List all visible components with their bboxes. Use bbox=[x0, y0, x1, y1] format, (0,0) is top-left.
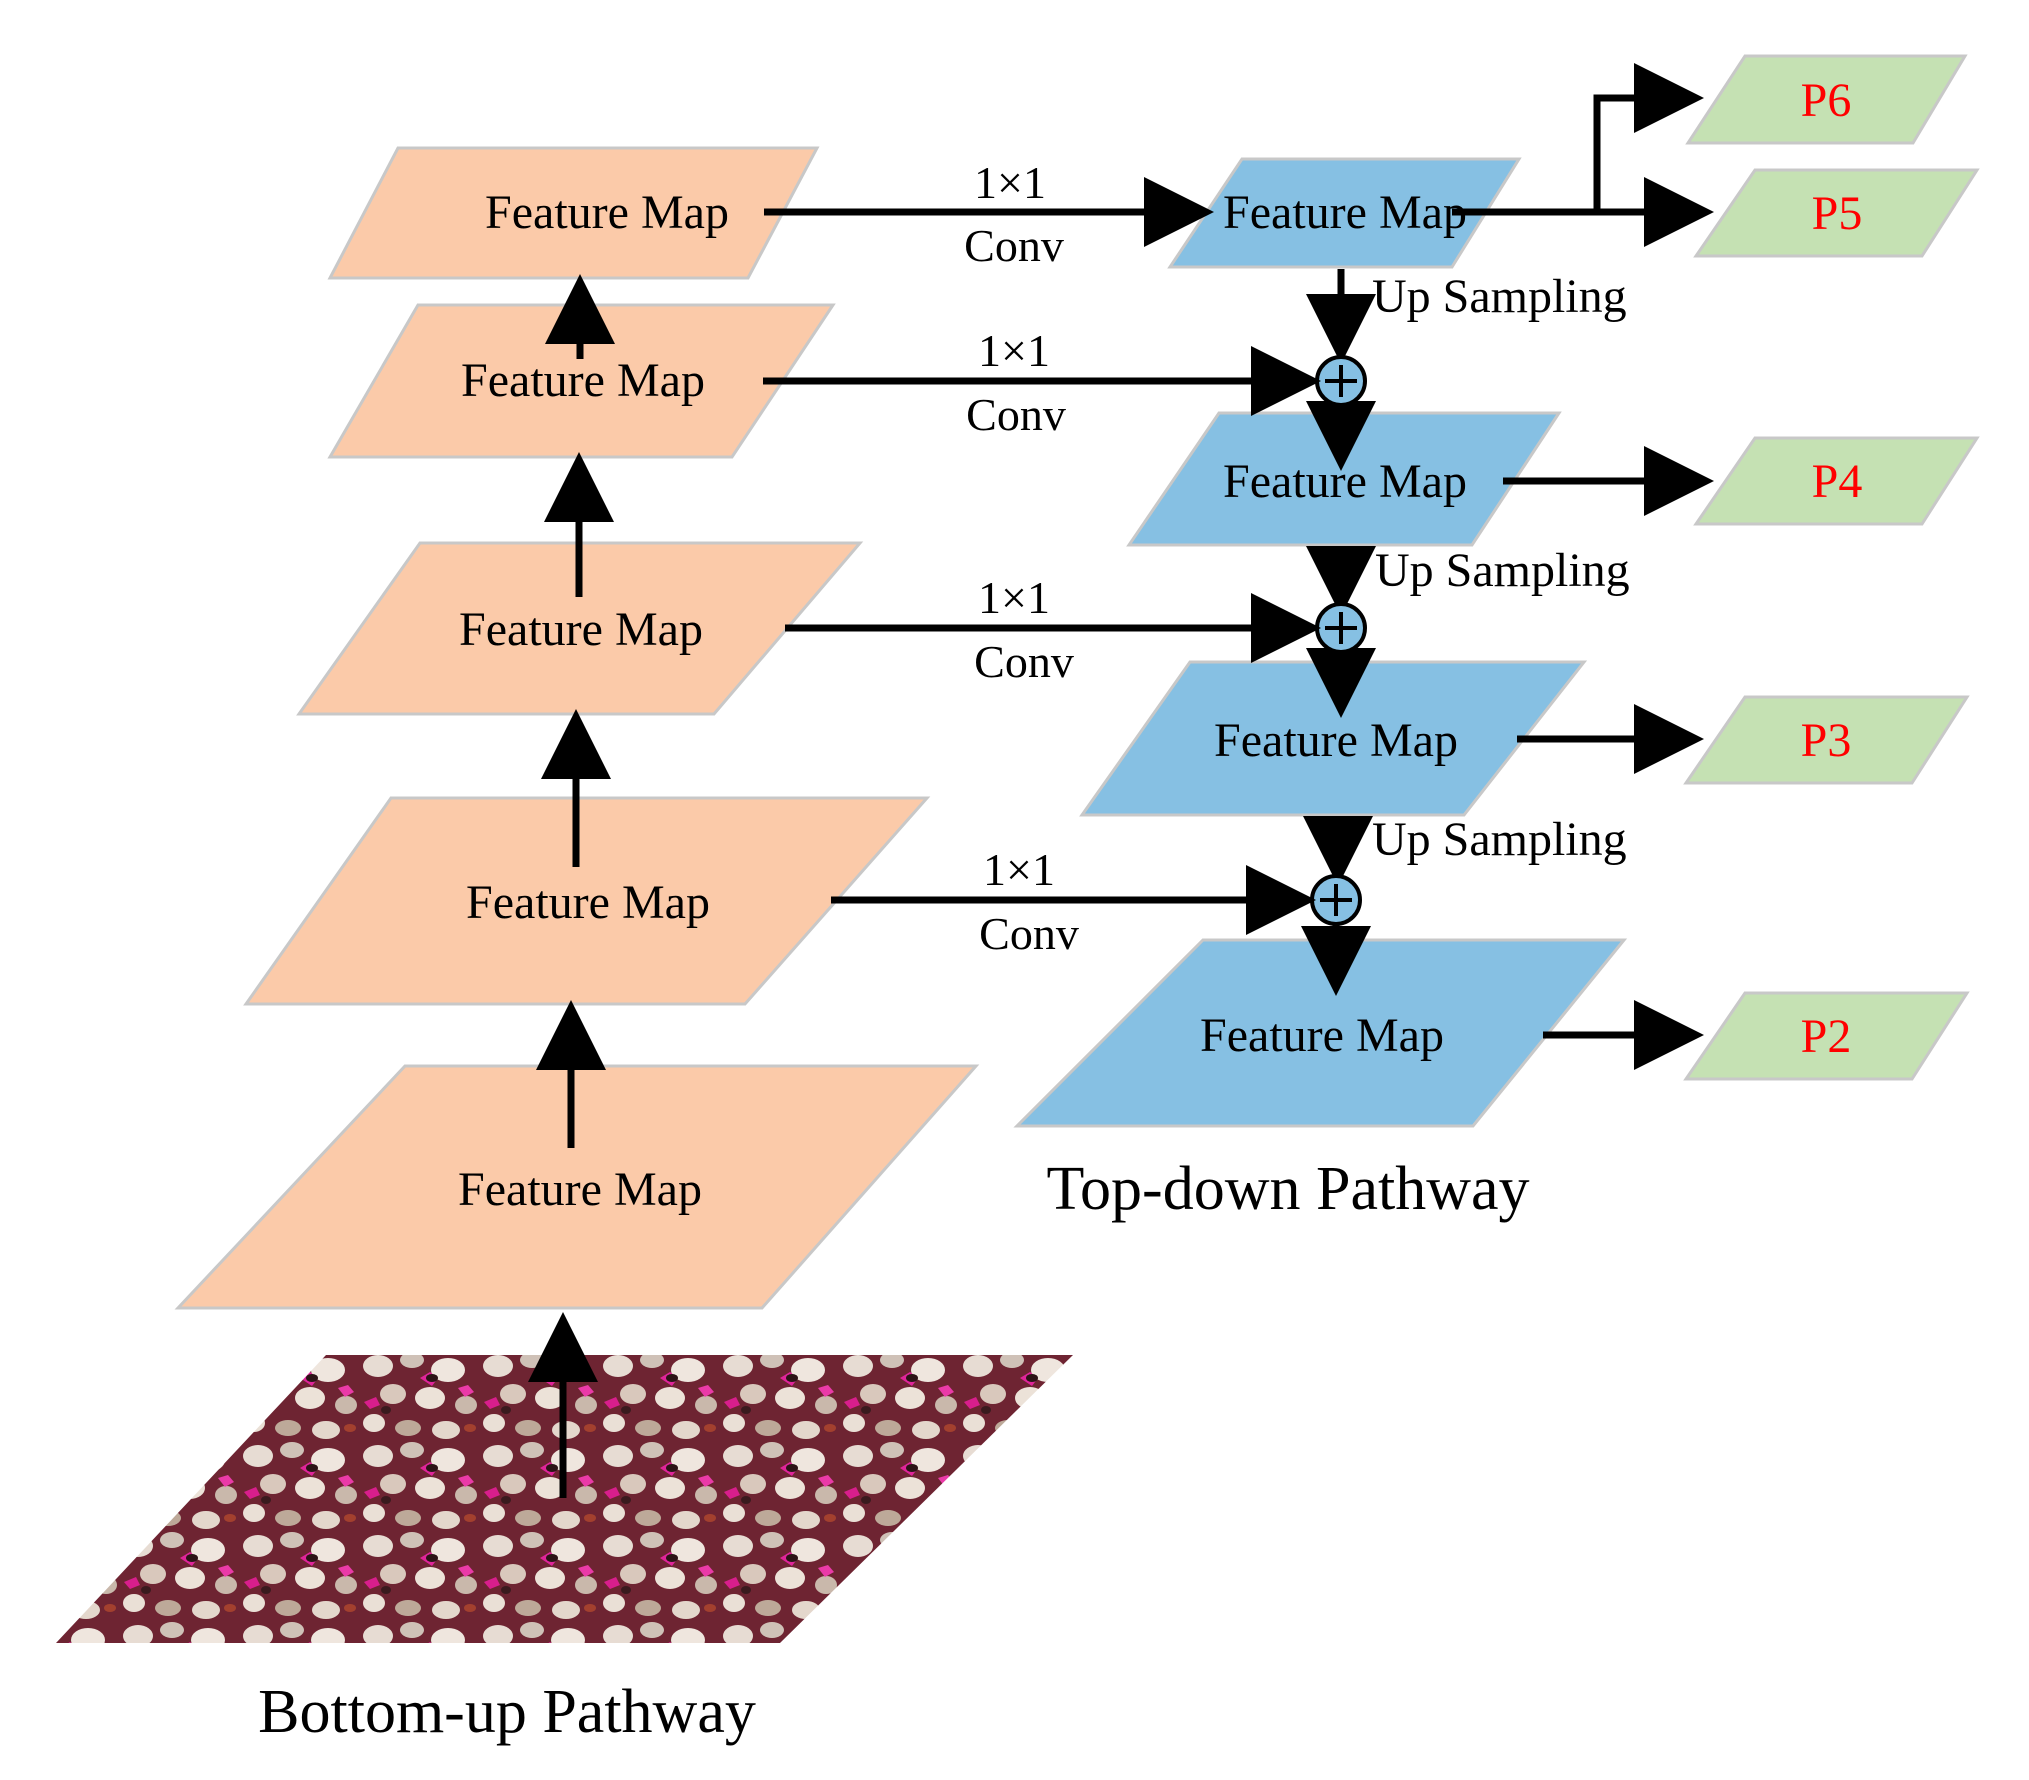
feature-map-label: Feature Map bbox=[485, 186, 729, 239]
conv-label-line2: Conv bbox=[964, 220, 1064, 271]
bottom-up-feature-map-5: Feature Map bbox=[327, 146, 820, 280]
output-label-p3: P3 bbox=[1801, 714, 1852, 767]
up-sampling-label: Up Sampling bbox=[1372, 813, 1627, 866]
output-connector-p5-p6 bbox=[1452, 63, 1704, 216]
output-p5: P5 bbox=[1693, 168, 1980, 258]
lateral-connections: 1×1 Conv 1×1 Conv 1×1 Conv 1×1 Conv bbox=[763, 157, 1321, 959]
conv-label-line2: Conv bbox=[966, 389, 1066, 440]
sum-node-1 bbox=[1315, 355, 1367, 407]
conv-label-line1: 1×1 bbox=[974, 157, 1046, 208]
output-p2: P2 bbox=[1683, 991, 1970, 1081]
feature-map-label: Feature Map bbox=[1200, 1009, 1444, 1062]
top-down-feature-map-4: Feature Map bbox=[1013, 938, 1628, 1128]
bottom-up-pathway-title: Bottom-up Pathway bbox=[258, 1678, 756, 1746]
conv-label-line1: 1×1 bbox=[978, 572, 1050, 623]
feature-map-label: Feature Map bbox=[459, 603, 703, 656]
output-label-p4: P4 bbox=[1812, 455, 1863, 508]
output-p6: P6 bbox=[1685, 54, 1968, 145]
top-down-pathway: Feature Map Feature Map Feature Map Feat… bbox=[1013, 157, 1630, 1223]
bottom-up-feature-map-4: Feature Map bbox=[327, 303, 836, 459]
up-sampling-label: Up Sampling bbox=[1372, 270, 1627, 323]
top-down-pathway-title: Top-down Pathway bbox=[1047, 1155, 1530, 1223]
output-p3: P3 bbox=[1683, 695, 1970, 785]
bottom-up-feature-map-1: Feature Map bbox=[174, 1064, 980, 1310]
bottom-up-feature-map-3: Feature Map bbox=[296, 541, 864, 716]
conv-label-line1: 1×1 bbox=[978, 325, 1050, 376]
feature-map-label: Feature Map bbox=[1223, 455, 1467, 508]
top-down-feature-map-2: Feature Map bbox=[1126, 411, 1562, 547]
conv-label-line2: Conv bbox=[974, 636, 1074, 687]
sum-node-2 bbox=[1315, 602, 1367, 654]
feature-map-label: Feature Map bbox=[458, 1163, 702, 1216]
feature-map-label: Feature Map bbox=[1223, 186, 1467, 239]
sum-node-3 bbox=[1310, 874, 1362, 926]
output-levels: P6 P5 P4 P3 P2 bbox=[1452, 54, 1980, 1081]
feature-map-label: Feature Map bbox=[461, 354, 705, 407]
up-sampling-label: Up Sampling bbox=[1375, 544, 1630, 597]
conv-label-line2: Conv bbox=[979, 908, 1079, 959]
feature-map-label: Feature Map bbox=[466, 876, 710, 929]
output-label-p2: P2 bbox=[1801, 1010, 1852, 1063]
conv-label-line1: 1×1 bbox=[983, 844, 1055, 895]
input-micrograph-image bbox=[56, 1355, 1073, 1643]
bottom-up-feature-map-2: Feature Map bbox=[243, 796, 931, 1006]
feature-map-label: Feature Map bbox=[1214, 714, 1458, 767]
top-down-feature-map-3: Feature Map bbox=[1079, 660, 1588, 817]
top-down-feature-map-top: Feature Map bbox=[1167, 157, 1522, 269]
output-label-p5: P5 bbox=[1812, 187, 1863, 240]
bottom-up-pathway: Feature Map Feature Map Feature Map Feat… bbox=[56, 146, 1073, 1746]
output-label-p6: P6 bbox=[1801, 74, 1852, 127]
output-p4: P4 bbox=[1693, 436, 1980, 526]
